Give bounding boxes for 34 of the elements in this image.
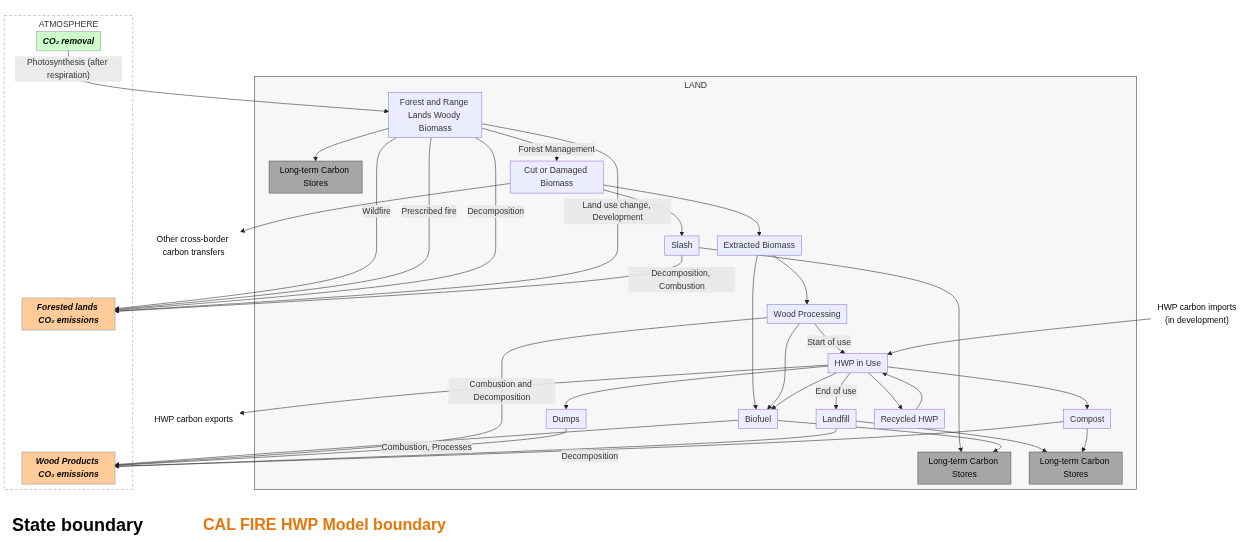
node-text: Other cross-border carbon transfers <box>156 234 229 257</box>
node-box: Long-term Carbon Stores <box>917 451 1012 485</box>
node-box: Biofuel <box>738 408 778 429</box>
node-box: Long-term Carbon Stores <box>1028 451 1123 485</box>
edge-label: Decomposition <box>561 451 619 461</box>
node-text: HWP carbon exports <box>154 414 234 424</box>
edge-label: Start of use <box>807 337 851 347</box>
edge-label: Combustion and Decomposition <box>469 379 532 402</box>
edge-label: Combustion, Processes <box>381 442 472 452</box>
node-box: Extracted Biomass <box>716 235 802 256</box>
edge-label: Wildfire <box>362 206 391 216</box>
node-box: Forested lands CO₂ emissions <box>21 297 116 331</box>
node-box: CO₂ removal <box>36 31 101 52</box>
edge-label: Prescribed fire <box>401 206 457 216</box>
boundary-label: State boundary <box>12 514 144 536</box>
node-box: HWP in Use <box>827 353 888 374</box>
model-boundary-label: CAL FIRE HWP Model boundary <box>203 516 446 534</box>
edge-label: Forest Management <box>518 144 595 154</box>
node-box: Landfill <box>815 408 857 429</box>
node-box: Wood Products CO₂ emissions <box>21 451 116 485</box>
node-text: HWP carbon imports (in development) <box>1157 302 1237 325</box>
node-box: Dumps <box>545 408 587 429</box>
node-box: Forest and Range Lands Woody Biomass <box>388 92 483 138</box>
edge-label: Decomposition <box>467 206 525 216</box>
node-box: Cut or Damaged Biomass <box>509 160 604 194</box>
node-box: Long-term Carbon Stores <box>268 160 363 194</box>
node-box: Recycled HWP <box>873 408 945 429</box>
edge-label: Decomposition, Combustion <box>651 268 711 291</box>
edge-label: End of use <box>815 386 857 396</box>
node-box: Slash <box>664 235 700 256</box>
node-box: Compost <box>1063 408 1111 429</box>
edge-label: Land use change, Development <box>582 200 651 223</box>
edge-label: Photosynthesis (after respiration) <box>27 57 108 80</box>
node-box: Wood Processing <box>766 304 848 324</box>
